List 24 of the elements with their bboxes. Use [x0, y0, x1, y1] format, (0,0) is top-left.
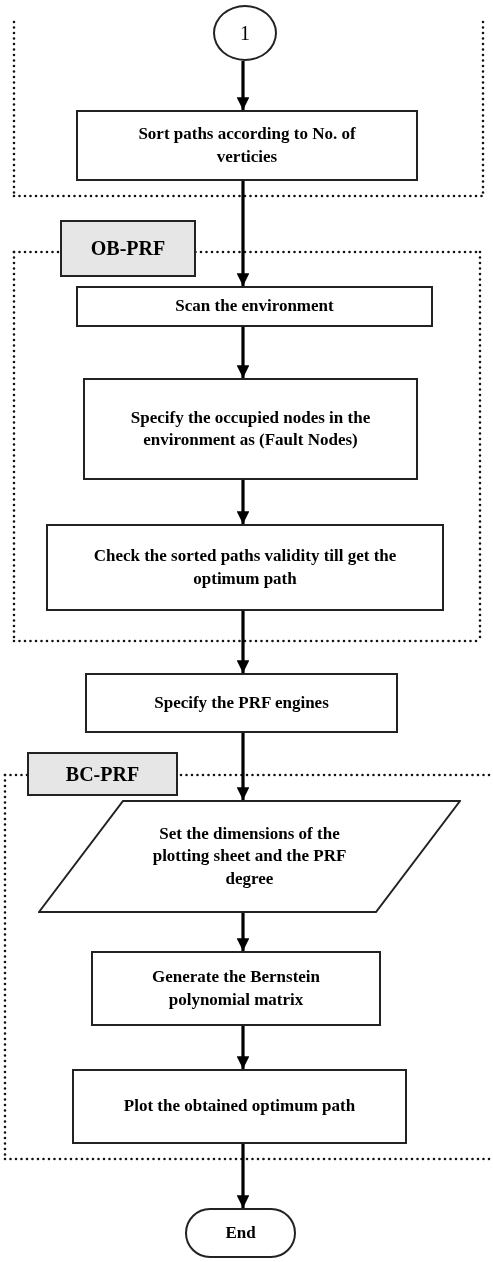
process-box: Scan the environment [76, 286, 433, 327]
arrow [236, 1026, 250, 1069]
connector-circle: 1 [213, 5, 277, 61]
terminator: End [185, 1208, 296, 1258]
group-label: BC-PRF [27, 752, 178, 796]
input-parallelogram: Set the dimensions of the plotting sheet and the PRF degree [38, 800, 461, 913]
process-box: Generate the Bernstein polynomial matrix [91, 951, 381, 1026]
process-box: Plot the obtained optimum path [72, 1069, 407, 1144]
process-box: Sort paths according to No. of verticies [76, 110, 418, 181]
dotted-group-frame [12, 20, 485, 198]
arrow [236, 181, 250, 286]
process-box: Check the sorted paths validity till get the optimum path [46, 524, 444, 611]
dotted-group-frame [12, 220, 482, 643]
arrow [236, 61, 250, 110]
arrow [236, 480, 250, 524]
group-label: OB-PRF [60, 220, 196, 277]
process-box: Specify the PRF engines [85, 673, 398, 733]
arrow [236, 1144, 250, 1208]
arrow [236, 913, 250, 951]
arrow [236, 733, 250, 800]
arrow [236, 611, 250, 673]
dotted-group-frame [3, 752, 493, 1161]
arrow [236, 327, 250, 378]
process-box: Specify the occupied nodes in the environment as (Fault Nodes) [83, 378, 418, 480]
